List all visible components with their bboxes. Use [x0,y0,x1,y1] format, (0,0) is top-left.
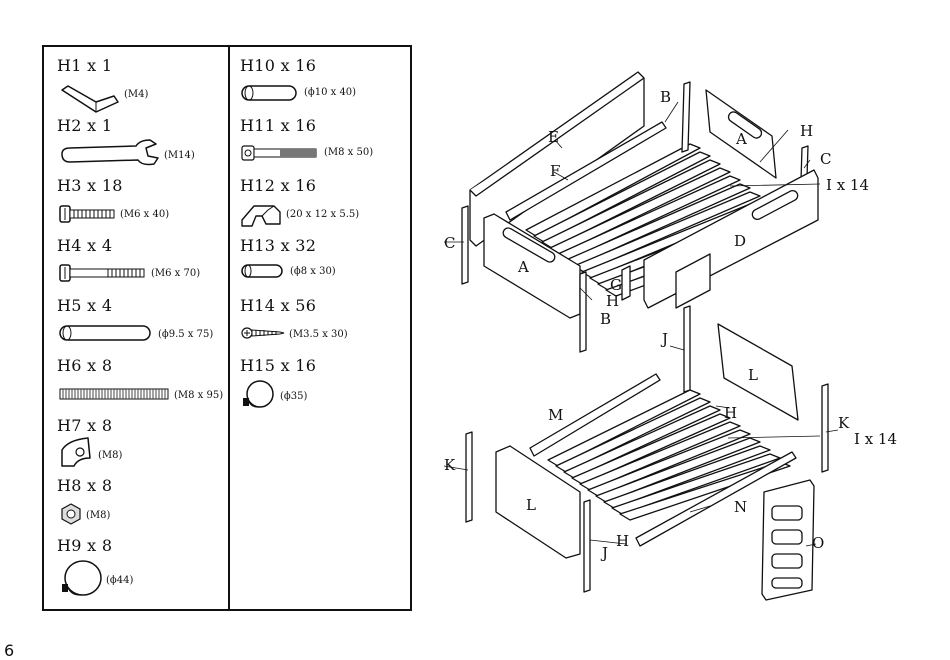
label-g: G [610,276,622,294]
hardware-spec-h11: (M8 x 50) [324,147,374,158]
hardware-title-h1: H1 x 1 [57,56,113,75]
rail-m [529,373,661,457]
bracket-g [621,265,631,301]
label-c-right: C [820,150,831,168]
label-n: N [734,498,747,516]
long-bolt-icon [59,264,145,282]
cap-cover-icon [243,380,274,408]
slats-bottom [547,389,791,521]
dowel-icon [59,325,151,341]
label-c-left: C [444,234,455,252]
bolt-icon [241,145,317,161]
hardware-spec-h4: (M6 x 70) [151,268,201,279]
hardware-title-h5: H5 x 4 [57,296,113,315]
wrench-icon [61,139,159,166]
label-l-back: L [748,366,758,384]
panel-d [643,169,819,309]
ladder-o [761,479,815,601]
panel-e [469,71,645,247]
label-h-back: H [724,404,737,422]
post-k-right [821,383,829,473]
label-i-top: I x 14 [826,176,869,194]
hardware-spec-h14: (M3.5 x 30) [289,329,348,340]
label-f: F [550,162,560,180]
label-e: E [548,128,559,146]
label-i-bottom: I x 14 [854,430,897,448]
hex-nut-icon [61,503,81,525]
label-l-front: L [526,496,536,514]
hardware-title-h6: H6 x 8 [57,356,113,375]
allen-key-icon [61,85,119,113]
dowel-icon [241,85,297,101]
label-j-top: J [660,330,668,348]
rail-n [635,451,797,547]
rail-f [505,121,667,221]
hardware-title-h9: H9 x 8 [57,536,113,555]
label-h-front: H [606,292,619,310]
screw-icon [241,327,285,339]
panel-l-front [495,445,581,559]
label-k-left: K [444,456,456,474]
post-b-top [681,81,691,153]
hardware-spec-h9: (ϕ44) [106,575,134,586]
hardware-title-h11: H11 x 16 [240,116,317,135]
label-h-front-bottom: H [616,532,629,550]
label-b-front: B [600,310,611,328]
assembly-diagram: E F B A H C I x 14 D C A G H B J L M H K… [443,71,897,601]
label-o: O [812,534,824,552]
label-d: D [734,232,746,250]
hardware-title-h10: H10 x 16 [240,56,317,75]
bracket-icon [241,205,281,227]
hardware-spec-h7: (M8) [98,450,123,461]
hardware-spec-h2: (M14) [164,150,195,161]
hardware-spec-h10: (ϕ10 x 40) [304,87,357,98]
hardware-title-h2: H2 x 1 [57,116,113,135]
hardware-spec-h3: (M6 x 40) [120,209,170,220]
label-b-top: B [660,88,671,106]
label-a-right: A [735,130,747,148]
hardware-title-h13: H13 x 32 [240,236,317,255]
label-j-front: J [600,544,608,562]
post-b-front [579,271,587,353]
hardware-spec-h12: (20 x 12 x 5.5) [286,209,360,220]
panel-a-right [705,89,777,179]
hardware-spec-h13: (ϕ8 x 30) [290,266,336,277]
hardware-title-h8: H8 x 8 [57,476,113,495]
post-k-left [465,431,473,523]
hardware-title-h14: H14 x 56 [240,296,317,315]
hardware-title-h7: H7 x 8 [57,416,113,435]
hardware-list-divider [228,45,230,611]
label-a-front: A [517,258,529,276]
dowel-icon [241,264,283,278]
hardware-spec-h5: (ϕ9.5 x 75) [158,329,214,340]
post-c-left [461,205,469,285]
post-j-front [583,499,591,593]
label-k-right: K [838,414,850,432]
page-number: 6 [4,641,15,660]
panel-l-back [717,323,799,421]
post-j-top [683,305,691,393]
hardware-title-h15: H15 x 16 [240,356,317,375]
hardware-list-panel [42,45,412,611]
label-m: M [548,406,563,424]
hardware-title-h4: H4 x 4 [57,236,113,255]
hardware-title-h3: H3 x 18 [57,176,123,195]
hardware-spec-h6: (M8 x 95) [174,390,224,401]
barrel-nut-icon [61,437,91,467]
hardware-spec-h8: (M8) [86,510,111,521]
hardware-spec-h15: (ϕ35) [280,391,308,402]
label-h-top: H [800,122,813,140]
hardware-title-h12: H12 x 16 [240,176,317,195]
cap-cover-icon [62,560,102,596]
bolt-icon [59,205,115,223]
hardware-spec-h1: (M4) [124,89,149,100]
threaded-rod-icon [59,388,169,400]
